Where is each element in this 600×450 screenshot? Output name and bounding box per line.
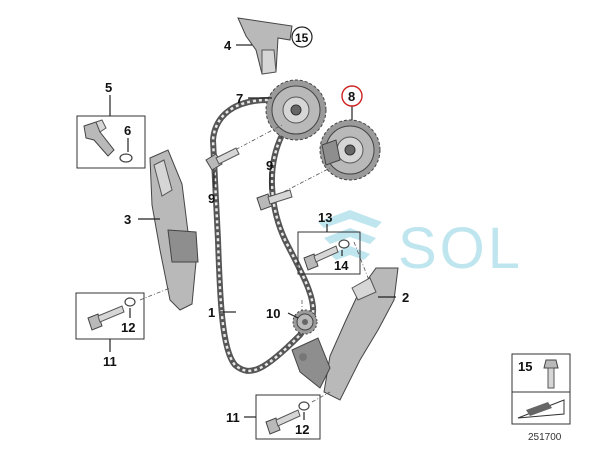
label-4: 4: [224, 38, 232, 53]
label-9-lower: 9: [266, 158, 273, 173]
part-sealing-ring-6: [119, 153, 133, 163]
label-12-bottom: 12: [295, 422, 309, 437]
label-15-callout: 15: [295, 31, 309, 45]
label-7: 7: [236, 91, 243, 106]
part-upper-guide-rail: [237, 17, 293, 75]
box-bolt-group-right: [297, 231, 361, 275]
part-tensioning-rail: [149, 149, 199, 311]
label-3: 3: [124, 212, 131, 227]
label-12-left: 12: [121, 320, 135, 335]
part-timing-chain: [209, 96, 317, 374]
legend-wedge-icon: [517, 399, 565, 419]
legend-label-15: 15: [518, 359, 532, 374]
label-5: 5: [105, 80, 112, 95]
part-washer-14: [338, 239, 350, 249]
part-crankshaft-sprocket: [292, 309, 318, 335]
part-bolt-13: [303, 245, 339, 271]
label-2: 2: [402, 290, 409, 305]
part-chain-tensioner: [83, 119, 115, 157]
label-11-left: 11: [103, 354, 117, 369]
label-13: 13: [318, 210, 332, 225]
part-bolt-9-lower: [256, 189, 293, 211]
part-bolt-9-upper: [205, 147, 240, 171]
legend-box-15: 15: [511, 353, 571, 425]
part-camshaft-sprocket-intake: [265, 79, 327, 141]
part-guide-rail: [291, 267, 399, 401]
legend-bolt-15: [543, 359, 559, 389]
label-11-bottom: 11: [226, 410, 240, 425]
label-14: 14: [334, 258, 349, 273]
box-tensioner-group: [76, 115, 146, 169]
watermark-logo: SOL: [318, 210, 523, 281]
label-1: 1: [208, 305, 215, 320]
callout-circle-15: [291, 26, 313, 48]
part-washer-12-left: [124, 297, 136, 307]
label-10: 10: [266, 306, 280, 321]
label-8: 8: [348, 89, 355, 104]
part-bolt-11-bottom: [265, 409, 301, 435]
part-washer-12-bottom: [298, 401, 310, 411]
callout-circle-8-highlight: [341, 85, 363, 107]
diagram-code: 251700: [528, 432, 562, 443]
part-camshaft-sprocket-exhaust: [319, 119, 381, 181]
label-9-upper: 9: [208, 191, 215, 206]
label-6: 6: [124, 123, 131, 138]
part-bolt-11-left: [87, 305, 125, 331]
watermark-text: SOL: [398, 216, 523, 281]
